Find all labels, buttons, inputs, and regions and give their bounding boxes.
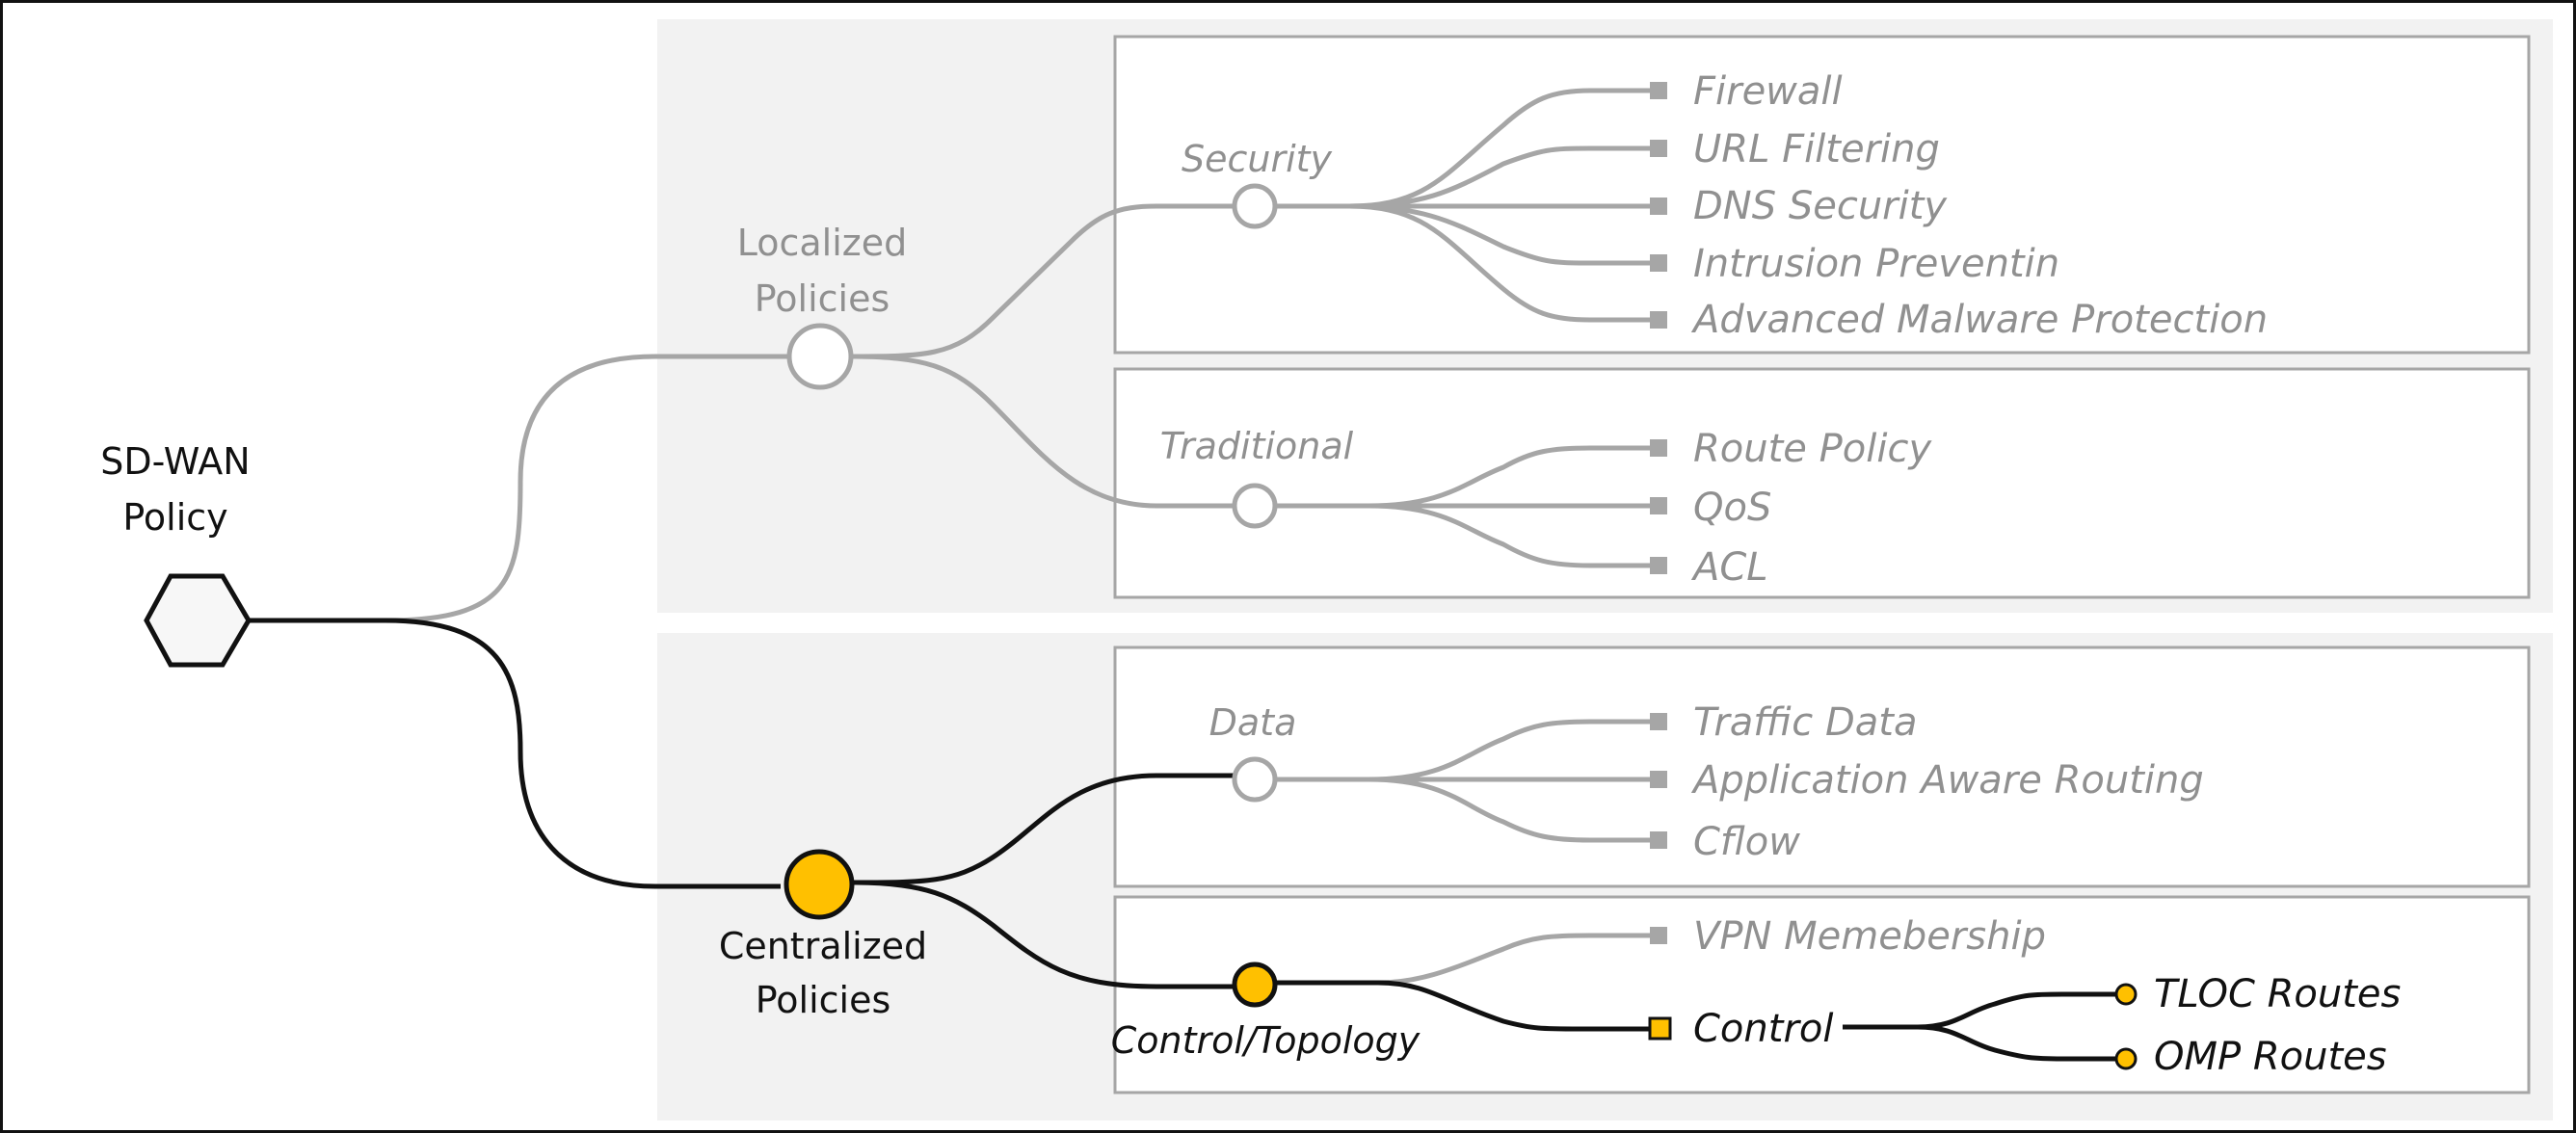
centralized-to-data-line — [852, 773, 1234, 885]
leaf-markers — [1650, 82, 1667, 944]
root-label-line1: SD-WAN — [100, 440, 250, 483]
traditional-item-acl: ACL — [1690, 545, 1768, 590]
data-label: Data — [1209, 701, 1297, 744]
data-box — [1113, 646, 2531, 888]
security-item-amp: Advanced Malware Protection — [1690, 298, 2268, 342]
centralized-node — [783, 849, 855, 920]
localized-to-security-line — [847, 203, 1234, 359]
data-node — [1232, 756, 1278, 803]
traditional-node — [1232, 483, 1278, 529]
control-marker — [1648, 1016, 1672, 1041]
omp-routes-item: OMP Routes — [2154, 1035, 2387, 1079]
traditional-branches — [1274, 445, 1658, 568]
localized-to-traditional-line — [847, 354, 1234, 509]
security-branches — [1274, 88, 1658, 323]
traditional-label: Traditional — [1160, 425, 1354, 467]
data-item-traffic-data: Traffic Data — [1693, 700, 1917, 745]
root-label-line2: Policy — [122, 496, 227, 539]
localized-label-line2: Policies — [755, 277, 890, 320]
centralized-label-line1: Centralized — [719, 925, 927, 967]
control-topology-branches — [1276, 933, 2126, 1062]
data-branches — [1274, 719, 1658, 843]
root-to-centralized-line — [249, 618, 781, 889]
security-node — [1232, 183, 1278, 229]
root-to-localized-line — [385, 354, 800, 623]
security-item-firewall: Firewall — [1693, 69, 1843, 114]
control-topology-label: Control/Topology — [1111, 1019, 1421, 1062]
centralized-label-line2: Policies — [756, 979, 891, 1021]
tloc-routes-marker — [2114, 983, 2138, 1006]
localized-label-line1: Localized — [737, 222, 908, 264]
data-item-aar: Application Aware Routing — [1690, 758, 2204, 803]
omp-routes-marker — [2114, 1047, 2138, 1070]
security-item-dns-security: DNS Security — [1693, 184, 1948, 228]
security-label: Security — [1182, 138, 1333, 180]
control-topology-box — [1113, 895, 2531, 1094]
traditional-item-route-policy: Route Policy — [1693, 427, 1932, 471]
control-item: Control — [1693, 1007, 1833, 1051]
security-item-url-filtering: URL Filtering — [1693, 127, 1940, 171]
traditional-box — [1113, 367, 2531, 599]
control-topology-node — [1232, 962, 1278, 1008]
root-hexagon-icon — [144, 573, 252, 668]
vpn-membership-item: VPN Memebership — [1693, 914, 2046, 959]
security-item-intrusion-prevention: Intrusion Preventin — [1693, 242, 2059, 286]
traditional-item-qos: QoS — [1693, 486, 1771, 530]
tloc-routes-item: TLOC Routes — [2154, 972, 2401, 1016]
security-box — [1113, 35, 2531, 355]
data-item-cflow: Cflow — [1693, 820, 1800, 864]
localized-node — [786, 323, 854, 390]
centralized-to-control-line — [852, 880, 1234, 989]
